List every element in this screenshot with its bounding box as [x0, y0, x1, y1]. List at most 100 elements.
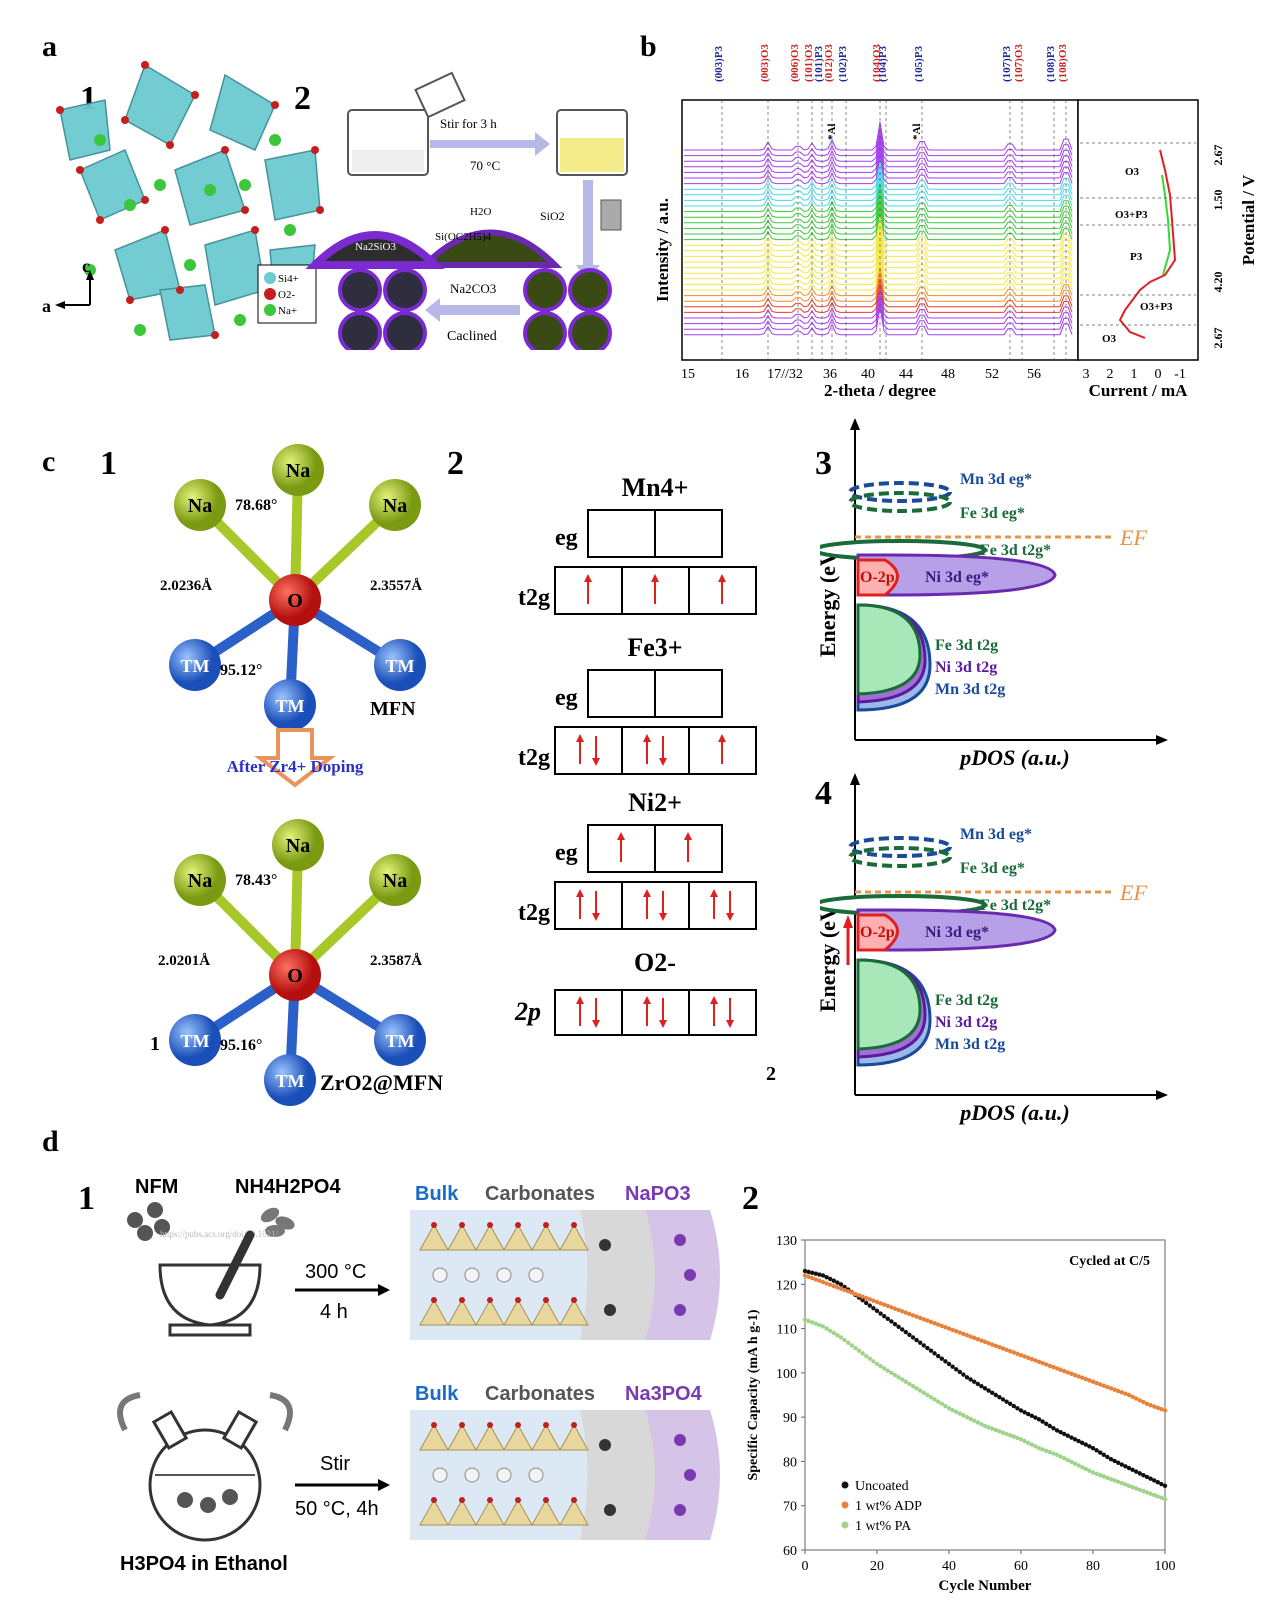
- potential-ticks: 2.671.504.202.67: [1211, 145, 1225, 349]
- data-point: [1069, 1435, 1074, 1440]
- data-point: [928, 1348, 934, 1353]
- oxygen-atom: [459, 1422, 465, 1428]
- label-h3po4: H3PO4 in Ethanol: [120, 1553, 288, 1575]
- panel-b-label: b: [640, 30, 657, 63]
- data-point: [1155, 1405, 1160, 1411]
- peak-label: (108)O3: [1057, 44, 1069, 82]
- data-point: [1054, 1452, 1060, 1457]
- data-point: [972, 1418, 977, 1423]
- data-point: [1072, 1437, 1078, 1442]
- data-point: [838, 1282, 844, 1287]
- data-point: [1065, 1370, 1070, 1375]
- data-point: [925, 1392, 930, 1398]
- xrd-xtick: 15: [681, 367, 695, 382]
- xrd-trace: [684, 239, 1073, 269]
- data-point: [914, 1386, 919, 1391]
- data-point: [954, 1329, 959, 1334]
- y-tick-label: 100: [776, 1367, 797, 1382]
- cond2-temp: 50 °C, 4h: [295, 1498, 379, 1520]
- xrd-xlabel: 2-theta / degree: [824, 381, 936, 400]
- data-point: [1144, 1490, 1150, 1495]
- arrow-head: [718, 574, 726, 582]
- data-point: [892, 1306, 898, 1311]
- orbital-t2g: t2g: [518, 585, 550, 611]
- xrd-trace: [684, 149, 1073, 179]
- data-point: [1054, 1428, 1060, 1433]
- xrd-xtick: 52: [985, 367, 999, 382]
- arrow-head: [584, 574, 592, 582]
- data-point: [986, 1388, 991, 1393]
- data-point: [820, 1324, 826, 1329]
- data-point: [946, 1326, 952, 1331]
- data-point: [1094, 1471, 1099, 1477]
- atom-tm: TM: [181, 1031, 210, 1051]
- data-point: [820, 1273, 826, 1278]
- data-point: [824, 1281, 829, 1286]
- data-point: [1126, 1392, 1132, 1398]
- mfn-bond2: 2.3557Å: [370, 578, 422, 594]
- data-point: [910, 1335, 916, 1340]
- tm-layer-polyhedron: [503, 1223, 533, 1251]
- data-point: [921, 1317, 926, 1322]
- data-point: [806, 1269, 811, 1275]
- data-point: [1152, 1492, 1157, 1498]
- data-point: [1011, 1350, 1016, 1355]
- data-point: [1033, 1358, 1038, 1363]
- data-point: [824, 1275, 829, 1280]
- orbital-box: [688, 989, 757, 1036]
- data-point: [946, 1406, 952, 1411]
- data-point: [964, 1333, 970, 1338]
- data-point: [867, 1303, 872, 1308]
- data-point: [892, 1372, 898, 1378]
- xrd-trace: [684, 284, 1073, 313]
- arrow-head: [643, 996, 651, 1004]
- data-point: [968, 1334, 973, 1339]
- data-point: [1094, 1380, 1099, 1386]
- na-ion: [496, 1267, 512, 1283]
- data-point: [907, 1332, 912, 1337]
- orbital-box: [654, 669, 723, 718]
- data-point: [918, 1340, 923, 1345]
- oxygen-atom: [487, 1497, 493, 1503]
- data-point: [1148, 1476, 1153, 1481]
- mn-eg-label: Mn 3d eg*: [960, 471, 1032, 488]
- atom-tm: TM: [386, 656, 415, 676]
- data-point: [835, 1280, 840, 1285]
- panel-c-label: c: [42, 445, 56, 478]
- mfn-bond1: 2.0236Å: [160, 578, 212, 594]
- x-tick-label: 60: [1014, 1559, 1028, 1574]
- pdos-label: pDOS (a.u.): [958, 1100, 1069, 1125]
- data-point: [1022, 1354, 1027, 1359]
- xrd-trace: [684, 245, 1073, 274]
- panel-a-label: a: [42, 30, 57, 63]
- data-point: [1159, 1495, 1164, 1500]
- xrd-xtick: 17//32: [767, 367, 803, 382]
- data-point: [1004, 1399, 1009, 1404]
- ni-t2g-label: Ni 3d t2g: [935, 1014, 997, 1031]
- tm-layer-polyhedron: [419, 1223, 449, 1251]
- data-point: [1141, 1399, 1146, 1405]
- tm-layer-polyhedron: [503, 1423, 533, 1451]
- tm-layer-polyhedron: [475, 1423, 505, 1451]
- step-temp: 70 °C: [470, 158, 500, 173]
- data-point: [972, 1379, 977, 1384]
- data-point: [1062, 1456, 1067, 1461]
- pdos-label: pDOS (a.u.): [958, 745, 1069, 770]
- data-point: [1141, 1488, 1146, 1494]
- data-point: [860, 1298, 865, 1303]
- pdos-mfn: Energy (eV)pDOS (a.u.)Mn 3d eg*Fe 3d eg*…: [820, 418, 1168, 770]
- xrd-trace: [684, 261, 1073, 291]
- data-point: [1108, 1457, 1114, 1462]
- data-point: [1058, 1430, 1063, 1435]
- mn-eg-band: [848, 481, 952, 503]
- y-tick-label: 60: [783, 1544, 797, 1559]
- o2p-band: [856, 558, 899, 597]
- ni-t2g-label: Ni 3d t2g: [935, 659, 997, 676]
- mn-eg-band: [848, 836, 952, 858]
- panel-c2-label: 2: [447, 445, 464, 482]
- data-point: [979, 1338, 984, 1343]
- data-point: [946, 1361, 952, 1367]
- label-teos: Si(OC2H5)4: [435, 231, 492, 243]
